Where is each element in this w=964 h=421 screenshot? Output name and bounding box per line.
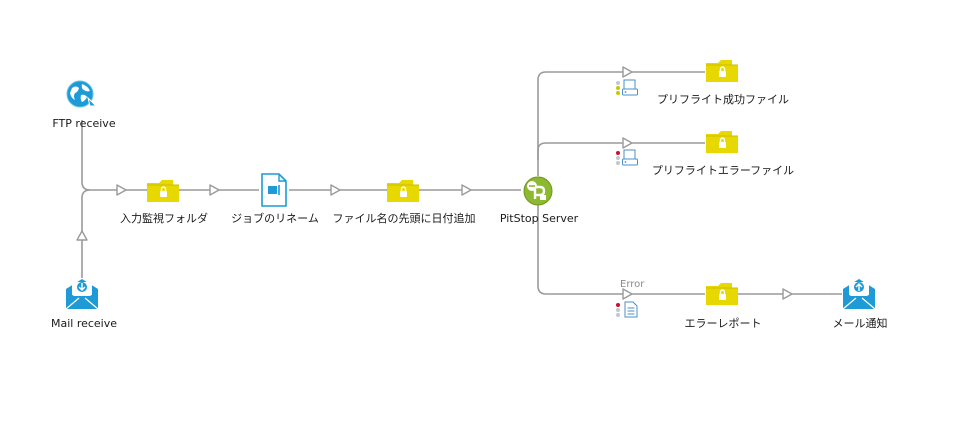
status-dot-icon: [616, 161, 620, 165]
status-dot-icon: [616, 308, 620, 312]
status-dot-icon: [616, 313, 620, 317]
mail-receive-icon[interactable]: [65, 279, 99, 310]
locked-folder-icon[interactable]: [705, 59, 739, 83]
connector-ftp-to-watch[interactable]: [81, 120, 147, 191]
connector-mail-to-watch[interactable]: [81, 189, 91, 278]
globe-download-icon[interactable]: [66, 80, 98, 108]
status-dot-icon: [616, 156, 620, 160]
node-label-mail-notify: メール通知: [832, 317, 888, 330]
arrowhead-icon: [461, 184, 472, 196]
document-icon: [624, 301, 638, 318]
node-label-ftp-receive: FTP receive: [52, 117, 116, 130]
node-label-job-rename: ジョブのリネーム: [231, 212, 319, 225]
status-dot-icon: [616, 81, 620, 85]
connector-pitstop-to-errorfile[interactable]: [537, 142, 705, 160]
node-label-preflight-success: プリフライト成功ファイル: [657, 93, 789, 106]
arrowhead-icon: [76, 230, 88, 241]
connection-status-success[interactable]: [616, 79, 638, 96]
file-drive-icon: [622, 149, 638, 166]
status-dot-icon: [616, 86, 620, 90]
file-drive-icon: [622, 79, 638, 96]
connector-pitstop-to-report[interactable]: [537, 204, 705, 295]
pitstop-icon[interactable]: [523, 176, 553, 206]
document-rename-icon[interactable]: [261, 173, 287, 207]
node-label-preflight-error: プリフライトエラーファイル: [651, 164, 795, 177]
locked-folder-icon[interactable]: [386, 179, 420, 203]
status-dot-icon: [616, 151, 620, 155]
node-label-input-watch-folder: 入力監視フォルダ: [120, 212, 208, 225]
connection-label-error: Error: [620, 279, 645, 290]
status-dot-icon: [616, 303, 620, 307]
node-label-error-report: エラーレポート: [684, 317, 762, 330]
node-label-pitstop-server: PitStop Server: [499, 212, 579, 225]
connection-status-report[interactable]: [616, 301, 638, 318]
connector-pitstop-to-success[interactable]: [537, 71, 705, 176]
status-dot-icon: [616, 91, 620, 95]
mail-send-icon[interactable]: [842, 279, 876, 310]
arrowheads: [76, 66, 793, 300]
locked-folder-icon[interactable]: [146, 179, 180, 203]
locked-folder-icon[interactable]: [705, 282, 739, 306]
arrowhead-icon: [622, 137, 633, 149]
arrowhead-icon: [330, 184, 341, 196]
arrowhead-icon: [782, 288, 793, 300]
arrowhead-icon: [622, 66, 633, 78]
arrowhead-icon: [116, 184, 127, 196]
node-label-mail-receive: Mail receive: [50, 317, 118, 330]
arrowhead-icon: [209, 184, 220, 196]
locked-folder-icon[interactable]: [705, 130, 739, 154]
connection-status-errorfile[interactable]: [616, 149, 638, 166]
node-label-date-prefix: ファイル名の先頭に日付追加: [332, 212, 476, 225]
